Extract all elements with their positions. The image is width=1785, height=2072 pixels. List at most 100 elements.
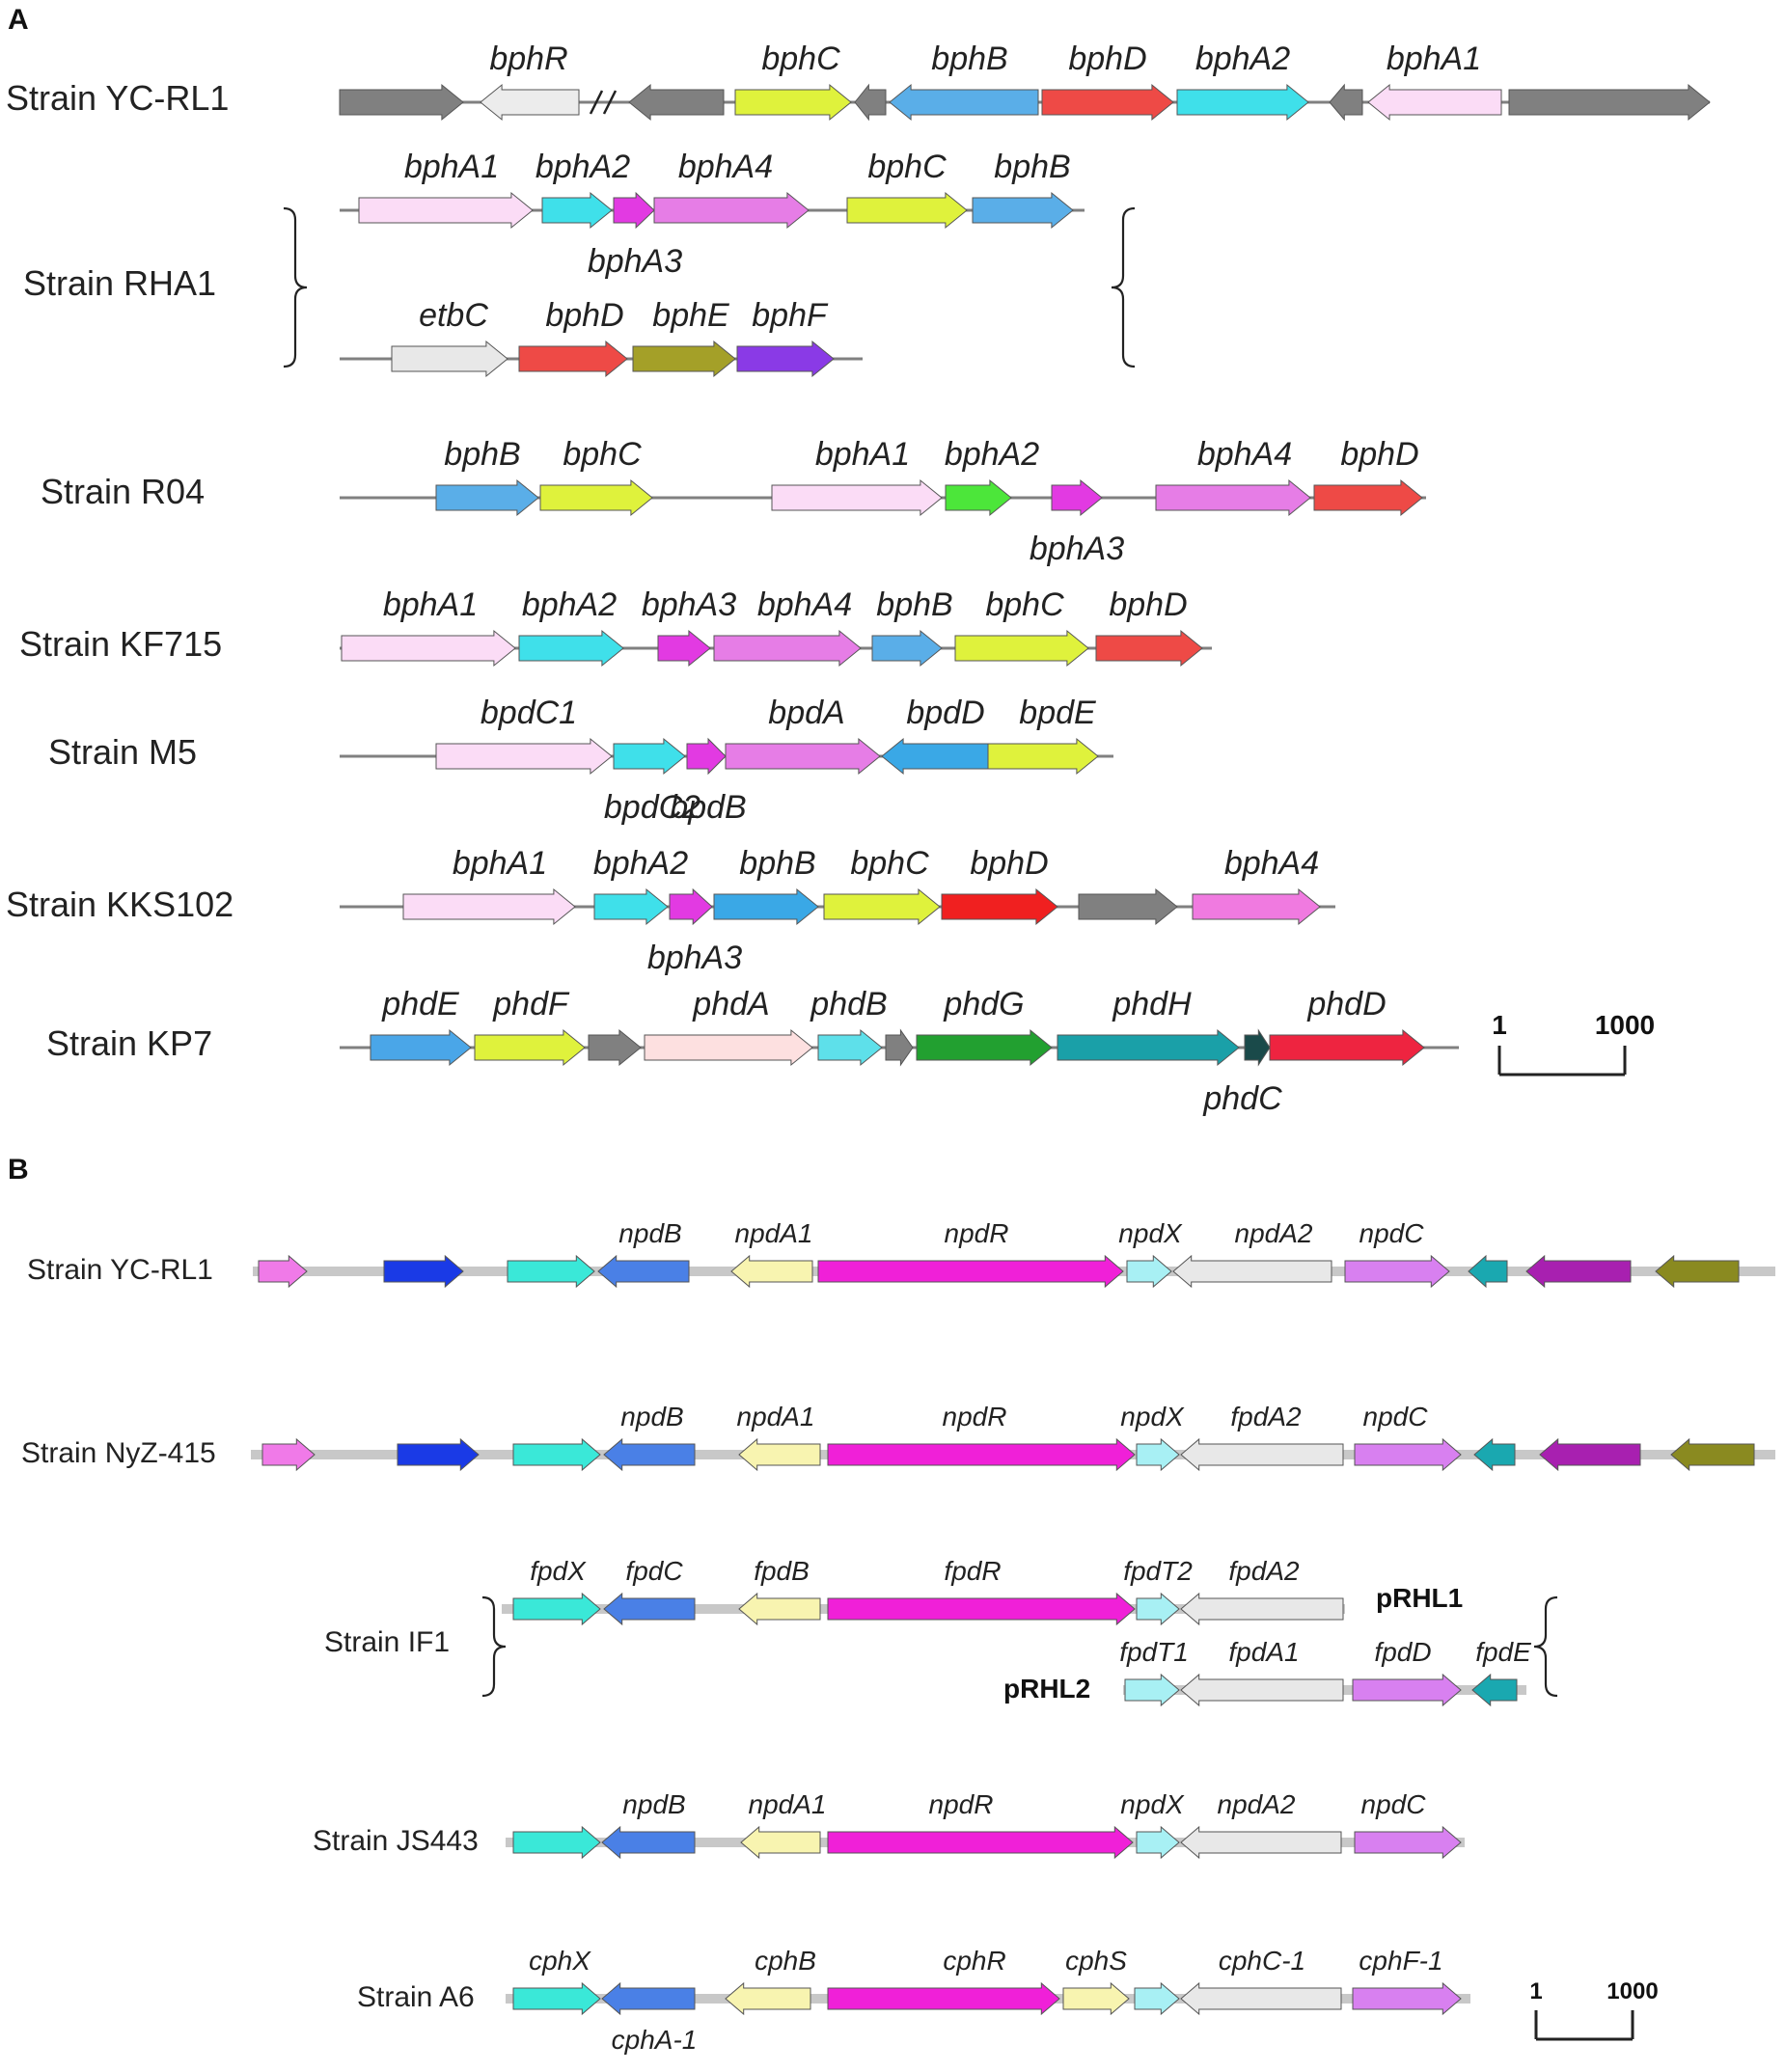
gene-label: bphA4 bbox=[678, 149, 773, 185]
gene-arrow-phdc bbox=[1244, 1028, 1271, 1067]
gene-arrow-bpha3 bbox=[1051, 478, 1103, 517]
gene-label: bphD bbox=[970, 845, 1048, 882]
gene-label: phdB bbox=[810, 986, 887, 1022]
gene-arrow-npdb bbox=[597, 1254, 690, 1289]
gene-label: bphA3 bbox=[642, 586, 736, 623]
gene-label: bphF bbox=[752, 297, 829, 334]
gene-arrow-fpda2 bbox=[1180, 1592, 1344, 1626]
gene-arrow-bphc bbox=[734, 83, 852, 122]
gene-arrow-fpdx bbox=[512, 1592, 601, 1626]
gene-label: fpdB bbox=[754, 1556, 810, 1586]
gene-arrow-unlabeled bbox=[383, 1254, 464, 1289]
strain-name: Strain KF715 bbox=[19, 624, 222, 664]
gene-arrow-bpdc2 bbox=[613, 737, 686, 776]
gene-label: npdC bbox=[1359, 1218, 1425, 1248]
gene-arrow-bphc bbox=[846, 191, 968, 230]
gene-label: bphA3 bbox=[588, 243, 682, 280]
gene-arrow-bphb bbox=[435, 478, 539, 517]
gene-arrow-cphx bbox=[512, 1981, 601, 2016]
gene-label: fpdC bbox=[625, 1556, 683, 1586]
gene-label: npdX bbox=[1118, 1218, 1183, 1248]
gene-arrow-bpha1 bbox=[402, 887, 576, 926]
gene-arrow-bphc bbox=[823, 887, 941, 926]
left-brace bbox=[283, 206, 308, 368]
gene-arrow-fpdd bbox=[1352, 1673, 1462, 1707]
gene-arrow-unlabeled bbox=[588, 1028, 642, 1067]
gene-arrow-unlabeled bbox=[397, 1437, 480, 1472]
gene-arrow-npdc bbox=[1354, 1825, 1462, 1860]
gene-arrow-bpha4 bbox=[713, 629, 862, 668]
gene-label: bpdC1 bbox=[481, 695, 577, 731]
gene-arrow-npdb bbox=[603, 1437, 696, 1472]
gene-label: bphA1 bbox=[404, 149, 499, 185]
gene-label: bphD bbox=[1109, 586, 1187, 623]
gene-arrow-bphc bbox=[954, 629, 1089, 668]
gene-arrow-unlabeled bbox=[339, 83, 464, 122]
gene-arrow-bpha3 bbox=[657, 629, 711, 668]
gene-arrow-cphc-1 bbox=[1180, 1981, 1342, 2016]
gene-arrow-bpda bbox=[725, 737, 881, 776]
gene-label: bphA2 bbox=[593, 845, 688, 882]
gene-arrow-npdx bbox=[1136, 1825, 1180, 1860]
gene-arrow-fpdt1 bbox=[1124, 1673, 1180, 1707]
gene-label: bphA1 bbox=[453, 845, 547, 882]
scale-bar-end-label: 1000 bbox=[1606, 1978, 1658, 2004]
gene-arrow-bpha4 bbox=[653, 191, 810, 230]
gene-arrow-bphf bbox=[736, 340, 835, 378]
gene-label: bphA2 bbox=[522, 586, 617, 623]
gene-arrow-npdb bbox=[601, 1825, 696, 1860]
gene-arrow-unlabeled bbox=[1134, 1981, 1180, 2016]
gene-label: bphA3 bbox=[1030, 531, 1124, 567]
strain-name: Strain RHA1 bbox=[23, 263, 216, 303]
gene-label: etbC bbox=[419, 297, 488, 334]
gene-label: bphA4 bbox=[757, 586, 852, 623]
gene-label: fpdA2 bbox=[1230, 1402, 1302, 1431]
gene-arrow-fpda1 bbox=[1180, 1673, 1344, 1707]
strain-name: Strain KP7 bbox=[46, 1023, 212, 1063]
gene-label: cphA-1 bbox=[612, 2025, 698, 2055]
gene-arrow-unlabeled bbox=[885, 1028, 914, 1067]
gene-label: phdE bbox=[381, 986, 459, 1022]
right-brace bbox=[1533, 1595, 1558, 1698]
gene-label: bphR bbox=[489, 41, 567, 77]
gene-arrow-npdx bbox=[1136, 1437, 1180, 1472]
gene-label: npdB bbox=[618, 1218, 681, 1248]
gene-label: bphA4 bbox=[1197, 436, 1292, 473]
gene-label: cphS bbox=[1065, 1946, 1127, 1976]
gene-arrow-unlabeled bbox=[512, 1825, 601, 1860]
gene-arrow-unlabeled bbox=[1670, 1437, 1755, 1472]
gene-arrow-bphb bbox=[889, 83, 1039, 122]
gene-arrow-npda2 bbox=[1180, 1825, 1342, 1860]
gene-arrow-phdf bbox=[474, 1028, 586, 1067]
gene-arrow-bpha3 bbox=[613, 191, 655, 230]
right-brace bbox=[1111, 206, 1136, 368]
gene-arrow-fpdr bbox=[827, 1592, 1136, 1626]
scale-bar-end-label: 1000 bbox=[1595, 1010, 1655, 1040]
gene-arrow-unlabeled bbox=[1329, 83, 1363, 122]
gene-arrow-bphd bbox=[1313, 478, 1423, 517]
gene-label: fpdT2 bbox=[1123, 1556, 1193, 1586]
strain-name: Strain M5 bbox=[48, 732, 197, 772]
gene-label: bphC bbox=[985, 586, 1064, 623]
gene-arrow-unlabeled bbox=[1655, 1254, 1740, 1289]
gene-arrow-bphc bbox=[539, 478, 653, 517]
gene-label: npdB bbox=[622, 1789, 685, 1819]
gene-label: phdC bbox=[1202, 1080, 1282, 1117]
gene-arrow-fpda2 bbox=[1180, 1437, 1344, 1472]
gene-label: bphE bbox=[652, 297, 729, 334]
gene-arrow-bpha2 bbox=[518, 629, 624, 668]
gene-arrow-unlabeled bbox=[1473, 1437, 1516, 1472]
break-mark bbox=[602, 90, 618, 115]
gene-arrow-phdd bbox=[1269, 1028, 1425, 1067]
gene-label: npdA2 bbox=[1218, 1789, 1296, 1819]
gene-label: cphC-1 bbox=[1219, 1946, 1305, 1976]
